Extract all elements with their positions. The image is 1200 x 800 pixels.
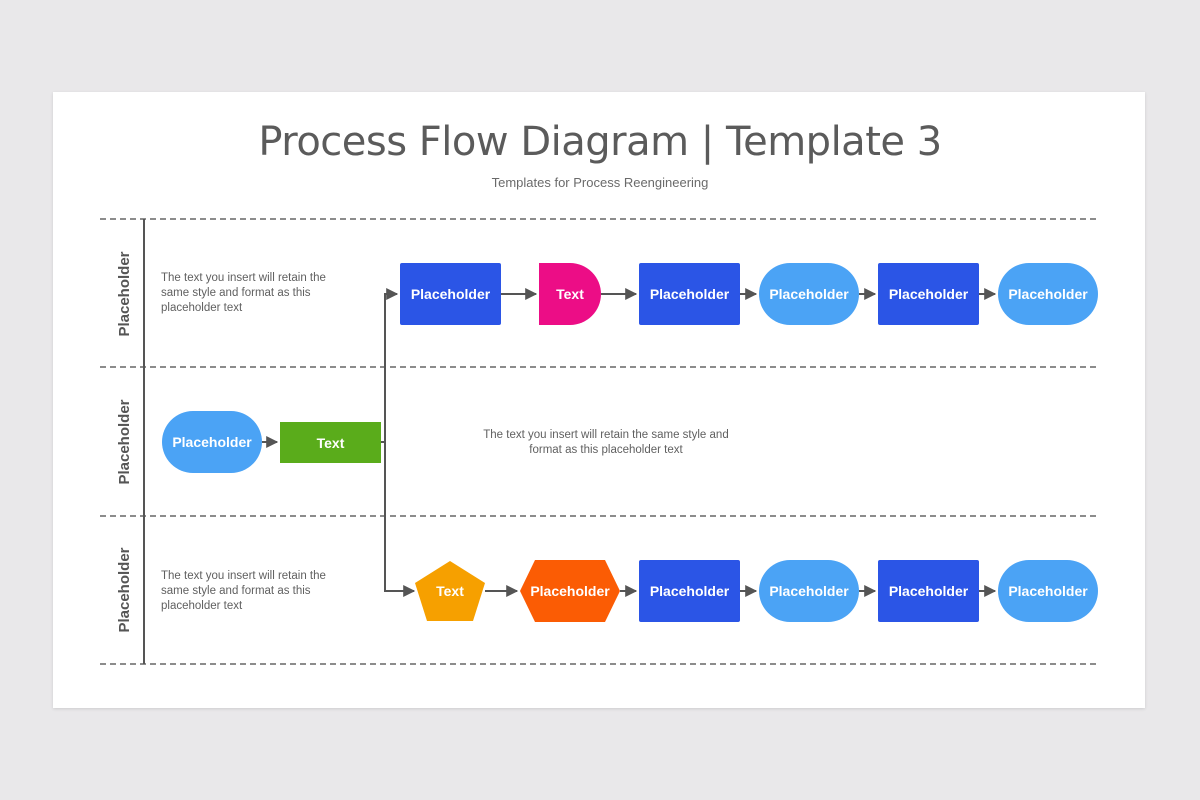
page-subtitle: Templates for Process Reengineering (491, 175, 709, 190)
r3-terminal-2: Placeholder (998, 560, 1098, 622)
r3-process-1: Placeholder (639, 560, 740, 622)
r2-process-green: Text (280, 422, 381, 463)
lane-3-note: The text you insert will retain the same… (161, 570, 326, 612)
lane-label-2: Placeholder (116, 399, 133, 485)
pentagon-shape (415, 561, 485, 621)
r2-start-terminal: Placeholder (162, 411, 262, 473)
r1-terminal-1: Placeholder (759, 263, 859, 325)
r1-process-3: Placeholder (878, 263, 979, 325)
r1-process-2: Placeholder (639, 263, 740, 325)
r3-terminal-1: Placeholder (759, 560, 859, 622)
lane-1-note: The text you insert will retain the same… (161, 272, 326, 314)
r3-pentagon-label: Text (436, 583, 464, 599)
page-title: Process Flow Diagram | Template 3 (258, 119, 942, 165)
lane-label-1: Placeholder (116, 251, 133, 337)
lane-2-note: The text you insert will retain the same… (483, 429, 729, 456)
r1-delay-label: Text (556, 286, 584, 302)
r3-process-2: Placeholder (878, 560, 979, 622)
lane-label-3: Placeholder (116, 547, 133, 633)
r1-process-1: Placeholder (400, 263, 501, 325)
delay-shape (539, 263, 601, 325)
r1-terminal-2: Placeholder (998, 263, 1098, 325)
r3-hexagon-label: Placeholder (530, 583, 610, 599)
hexagon-shape (520, 560, 620, 622)
